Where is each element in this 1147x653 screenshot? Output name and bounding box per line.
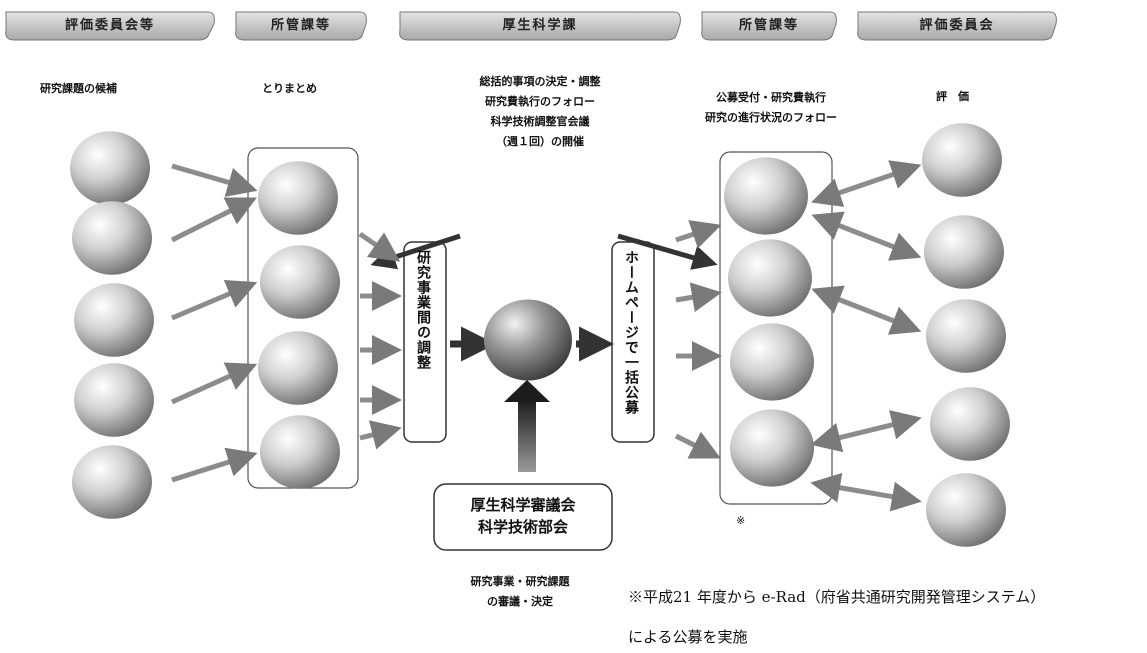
arrow-box-to-office-1: [675, 220, 722, 249]
evaluation-sphere-2: [924, 215, 1004, 289]
asterisk-mark: ※: [736, 514, 746, 527]
header-sub-3-line-2: 研究費執行のフォロー: [485, 95, 595, 108]
arrow-council-to-center: [504, 380, 550, 472]
office-sphere-4: [730, 409, 814, 487]
header-tab-2: [235, 11, 367, 41]
arrow-division-to-box-1: [358, 231, 401, 262]
arrow-candidate-to-division-5: [171, 447, 258, 483]
arrow-division-to-box-5: [359, 420, 402, 450]
council-box-text: 厚生科学審議会 科学技術部会: [434, 494, 612, 538]
evaluation-sphere-1: [922, 123, 1002, 197]
evaluation-sphere-3: [926, 299, 1006, 373]
division-sphere-2: [260, 245, 340, 319]
header-sub-3-line-3: 科学技術調整官会議: [490, 115, 590, 128]
header-label-3: 厚生科学課: [502, 18, 578, 33]
candidate-sphere-4: [74, 363, 154, 437]
arrow-box-to-office-2: [675, 282, 722, 313]
coordination-box-frame: [403, 241, 447, 443]
arrow-office-evaluation-1: [811, 160, 922, 207]
header-sub-4: 公募受付・研究費執行 研究の進行状況のフォロー: [676, 88, 866, 128]
candidate-sphere-1: [70, 131, 150, 205]
candidate-sphere-2: [72, 201, 152, 275]
council-caption-line-2: の審議・決定: [487, 595, 553, 608]
ministry-center-sphere: [484, 299, 572, 381]
header-sub-3: 総括的事項の決定・調整 研究費執行のフォロー 科学技術調整官会議 （週１回）の開…: [420, 72, 660, 152]
division-sphere-3: [258, 331, 338, 405]
header-tab-3: [399, 11, 681, 41]
arrow-box-to-office-4: [674, 431, 721, 459]
office-sphere-2: [728, 239, 812, 317]
candidate-sphere-3: [74, 283, 154, 357]
public-recruit-box-text: ホームページで一括公募: [623, 250, 639, 415]
division-sphere-1: [258, 161, 338, 235]
council-caption-line-1: 研究事業・研究課題: [470, 575, 570, 588]
arrow-office-evaluation-3: [811, 285, 922, 335]
candidate-sphere-5: [72, 445, 152, 519]
note-line-2: による公募を実施: [628, 628, 748, 646]
arrow-candidate-to-division-2: [170, 197, 257, 243]
arrow-candidate-to-division-4: [170, 362, 258, 405]
office-sphere-1: [724, 157, 808, 235]
header-label-2: 所管課等: [270, 18, 331, 33]
header-tab-5: [857, 11, 1057, 41]
header-tab-1: [5, 11, 215, 41]
arrow-office-evaluation-4: [810, 410, 922, 453]
council-box-frame: [433, 483, 613, 551]
arrow-candidate-to-division-3: [171, 279, 258, 321]
division-sphere-4: [260, 415, 340, 489]
council-line-2: 科学技術部会: [477, 518, 568, 536]
header-sub-2: とりまとめ: [262, 82, 317, 95]
header-sub-1: 研究課題の候補: [40, 82, 117, 95]
arrow-candidate-to-division-1: [171, 163, 258, 197]
header-sub-4-line-2: 研究の進行状況のフォロー: [705, 111, 837, 124]
header-label-4: 所管課等: [738, 18, 799, 33]
note-line-1: ※平成21 年度から e-Rad（府省共通研究開発管理システム）: [628, 588, 1046, 606]
header-tab-4: [701, 11, 837, 41]
arrow-office-evaluation-5: [810, 472, 922, 512]
header-label-5: 評価委員会: [919, 18, 995, 33]
header-label-1: 評価委員会等: [64, 18, 155, 33]
header-sub-5: 評 価: [936, 90, 969, 103]
header-sub-3-line-1: 総括的事項の決定・調整: [479, 75, 601, 88]
coordination-box-text: 研究事業間の調整: [415, 250, 431, 370]
evaluation-sphere-5: [926, 473, 1006, 547]
council-line-1: 厚生科学審議会: [470, 496, 576, 514]
office-sphere-3: [730, 323, 814, 401]
evaluation-sphere-4: [930, 387, 1010, 461]
header-sub-4-line-1: 公募受付・研究費執行: [716, 91, 826, 104]
header-sub-3-line-4: （週１回）の開催: [496, 135, 584, 148]
arrow-header-to-right: [617, 233, 718, 270]
council-caption: 研究事業・研究課題 の審議・決定: [420, 572, 620, 612]
arrow-office-evaluation-2: [811, 211, 922, 261]
